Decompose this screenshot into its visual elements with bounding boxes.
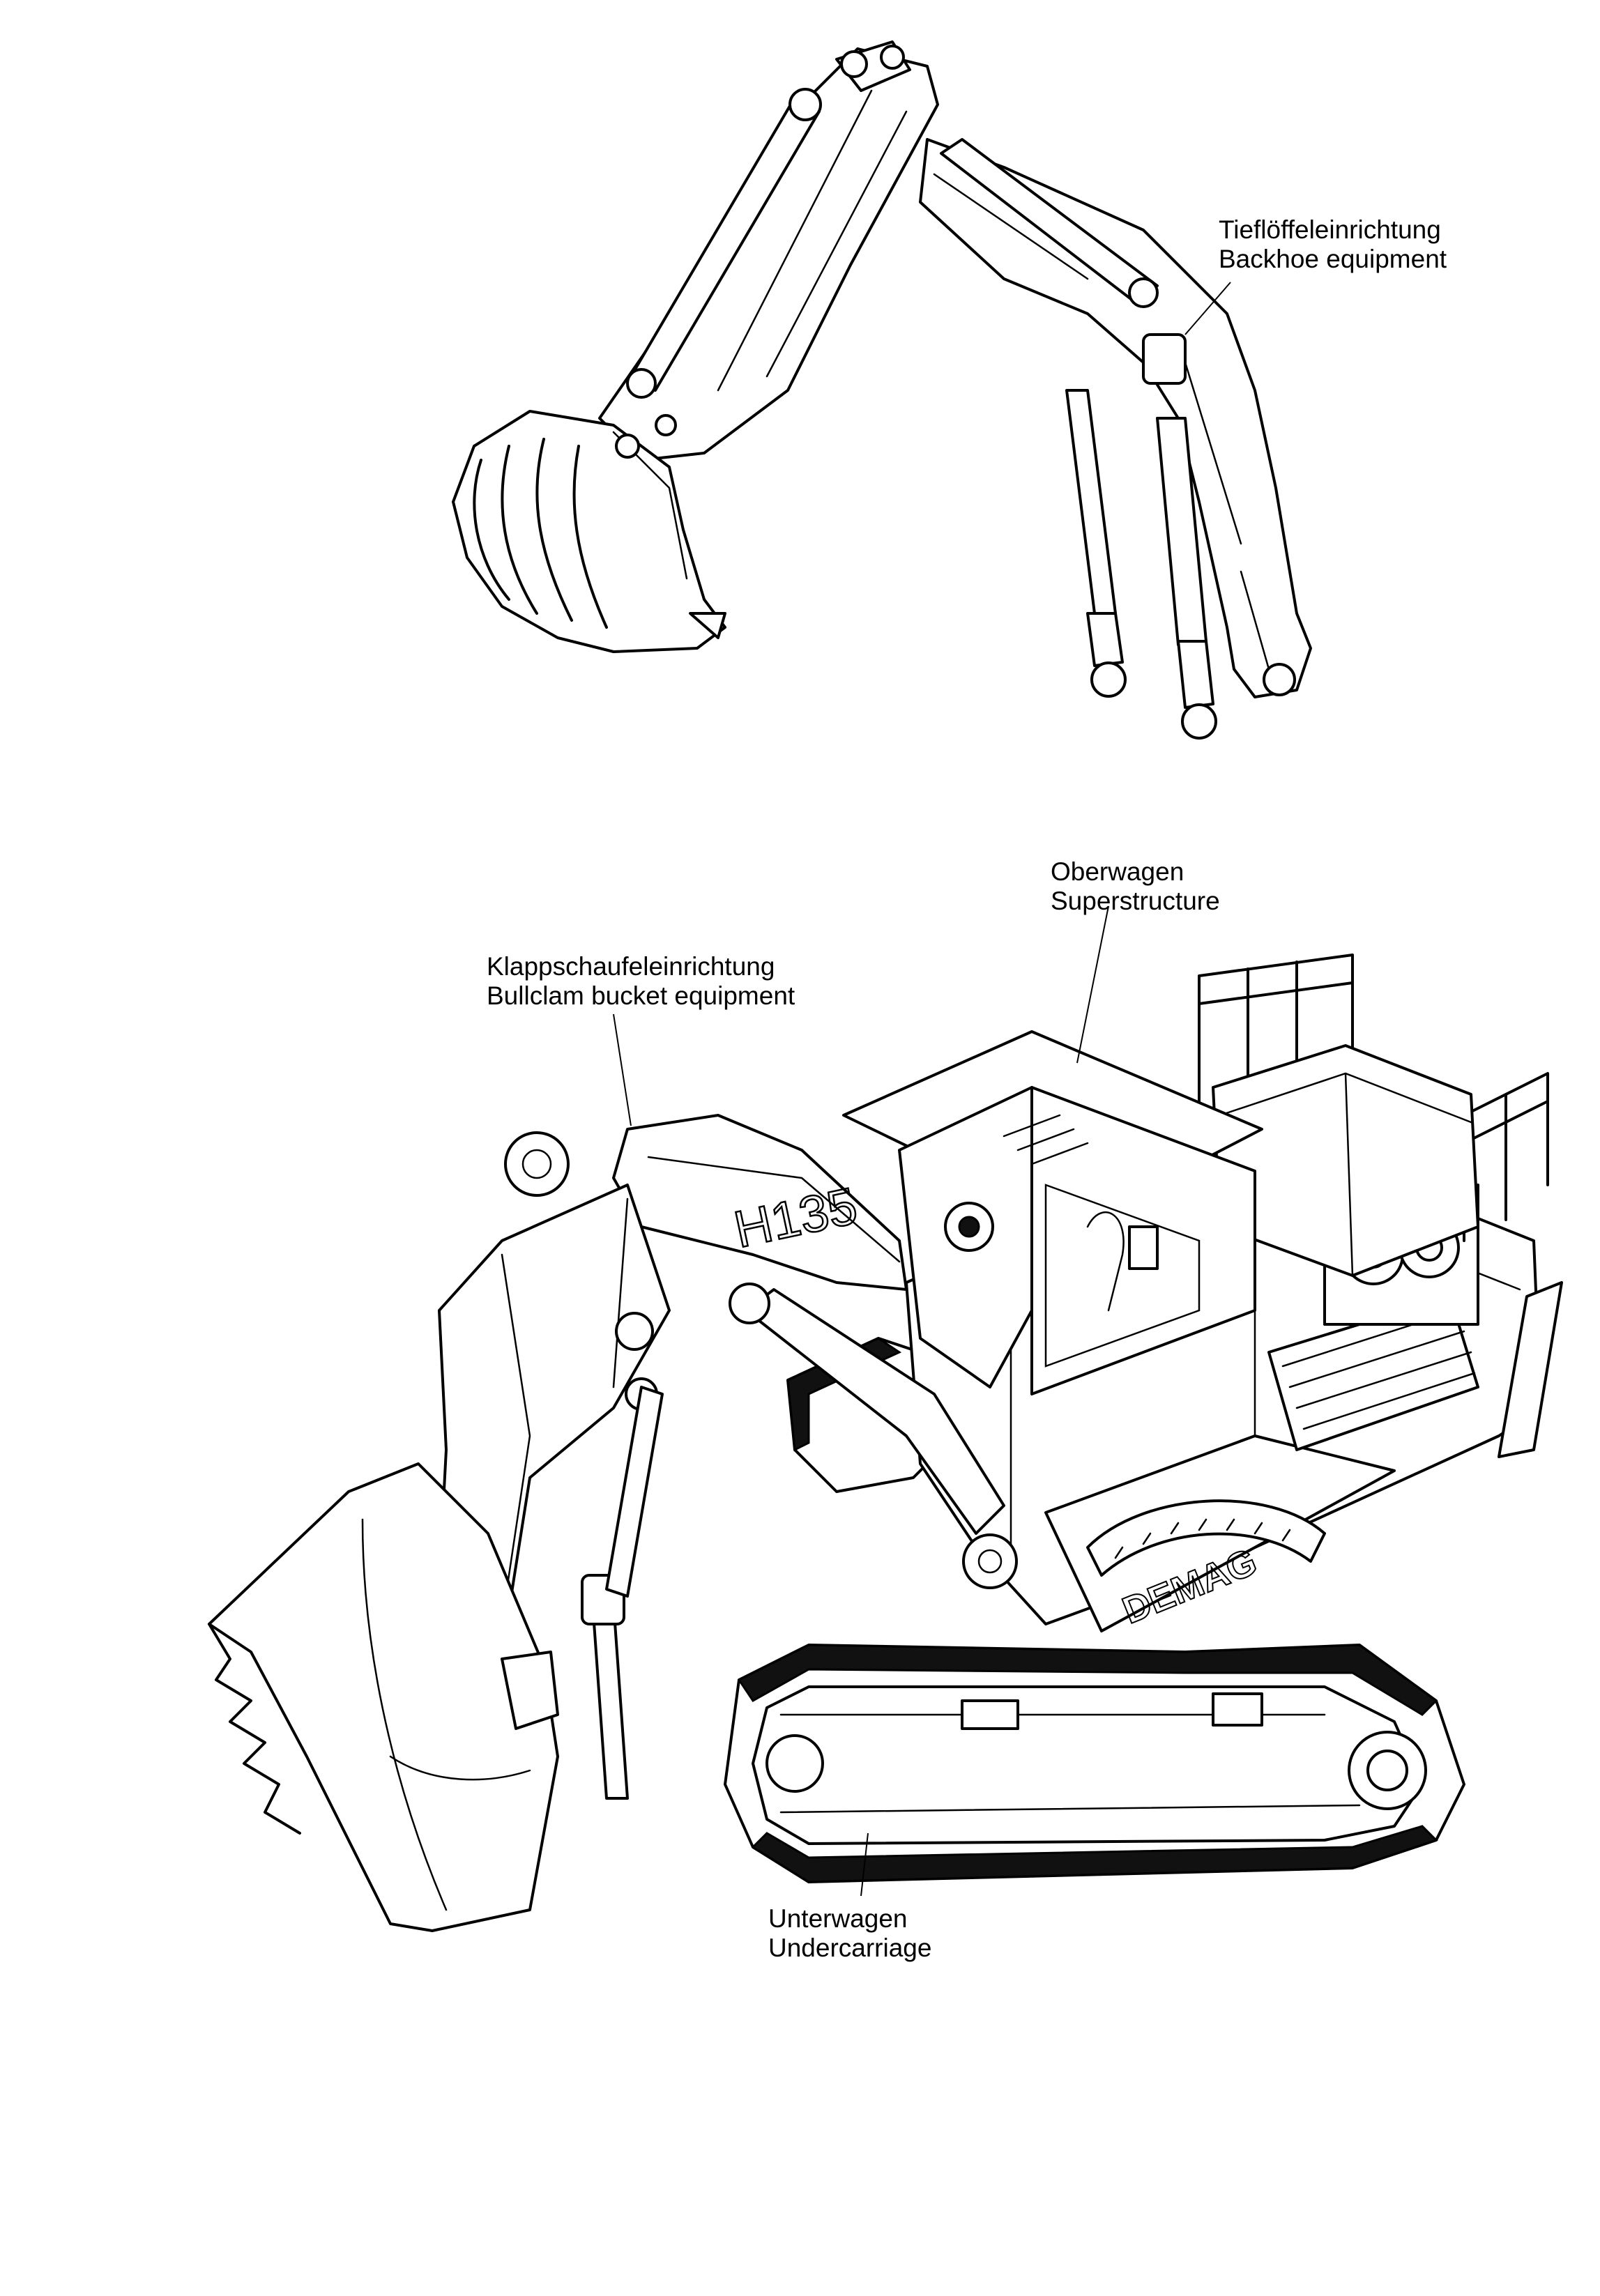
bullclam-equipment-label: Klappschaufeleinrichtung Bullclam bucket… [487,952,795,1011]
boom-cylinder-left [1065,389,1117,615]
bullclam-label-de: Klappschaufeleinrichtung [487,952,775,981]
backhoe-equipment-label: Tieflöffeleinrichtung Backhoe equipment [1219,215,1447,274]
backhoe-bucket [452,410,726,653]
bullclam-boom-cylinder [745,1288,1005,1535]
superstructure-label: Oberwagen Superstructure [1051,857,1220,916]
undercarriage-drawing [724,1644,1465,1883]
backhoe-label-de: Tieflöffeleinrichtung [1219,215,1441,244]
undercarriage-leader-line [860,1832,869,1897]
bullclam-label-en: Bullclam bucket equipment [487,981,795,1010]
backhoe-leader-line [1184,282,1231,335]
superstructure-label-en: Superstructure [1051,887,1220,915]
bullclam-bucket [208,1462,559,1932]
railing-front [1198,954,1354,1110]
bullclam-equipment-drawing: H135 [208,1114,1018,1932]
undercarriage-label-de: Unterwagen [768,1904,908,1933]
backhoe-label-en: Backhoe equipment [1219,245,1447,273]
operator-cab-drawing [842,1030,1263,1395]
bullclam-leader-line [613,1013,632,1126]
backhoe-boom [919,138,1312,698]
superstructure-label-de: Oberwagen [1051,857,1184,886]
undercarriage-label-en: Undercarriage [768,1934,932,1962]
undercarriage-label: Unterwagen Undercarriage [768,1904,931,1963]
superstructure-leader-line [1076,905,1109,1064]
backhoe-stick [598,47,939,461]
backhoe-equipment-drawing [452,40,1312,740]
